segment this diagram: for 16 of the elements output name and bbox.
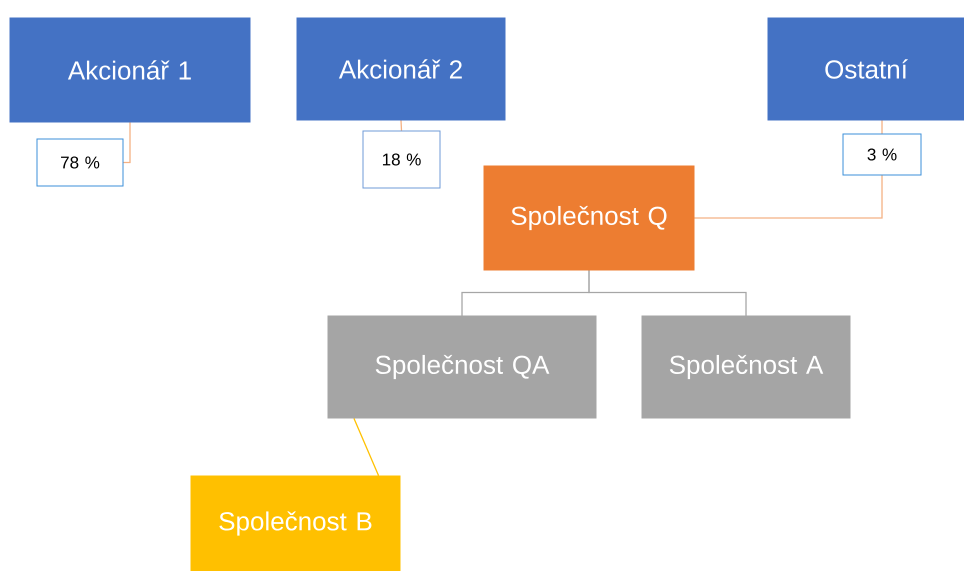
company-box: Společnost B: [190, 476, 400, 571]
percentage-box: 3 %: [842, 134, 922, 176]
connector-line: [694, 176, 883, 219]
company-box: Společnost A: [642, 316, 850, 418]
connector-line: [588, 270, 747, 316]
shareholder-box: Akcionář 1: [10, 18, 250, 122]
connector-line: [400, 120, 402, 131]
percentage-box: 18 %: [362, 130, 440, 188]
connector-line: [124, 122, 131, 164]
company-box: Společnost QA: [328, 316, 596, 418]
connector-line: [353, 418, 380, 476]
connector-line: [881, 120, 883, 134]
percentage-box: 78 %: [36, 138, 124, 186]
shareholder-box: Ostatní: [768, 18, 964, 120]
company-box: Společnost Q: [484, 166, 694, 270]
shareholder-box: Akcionář 2: [296, 18, 506, 120]
